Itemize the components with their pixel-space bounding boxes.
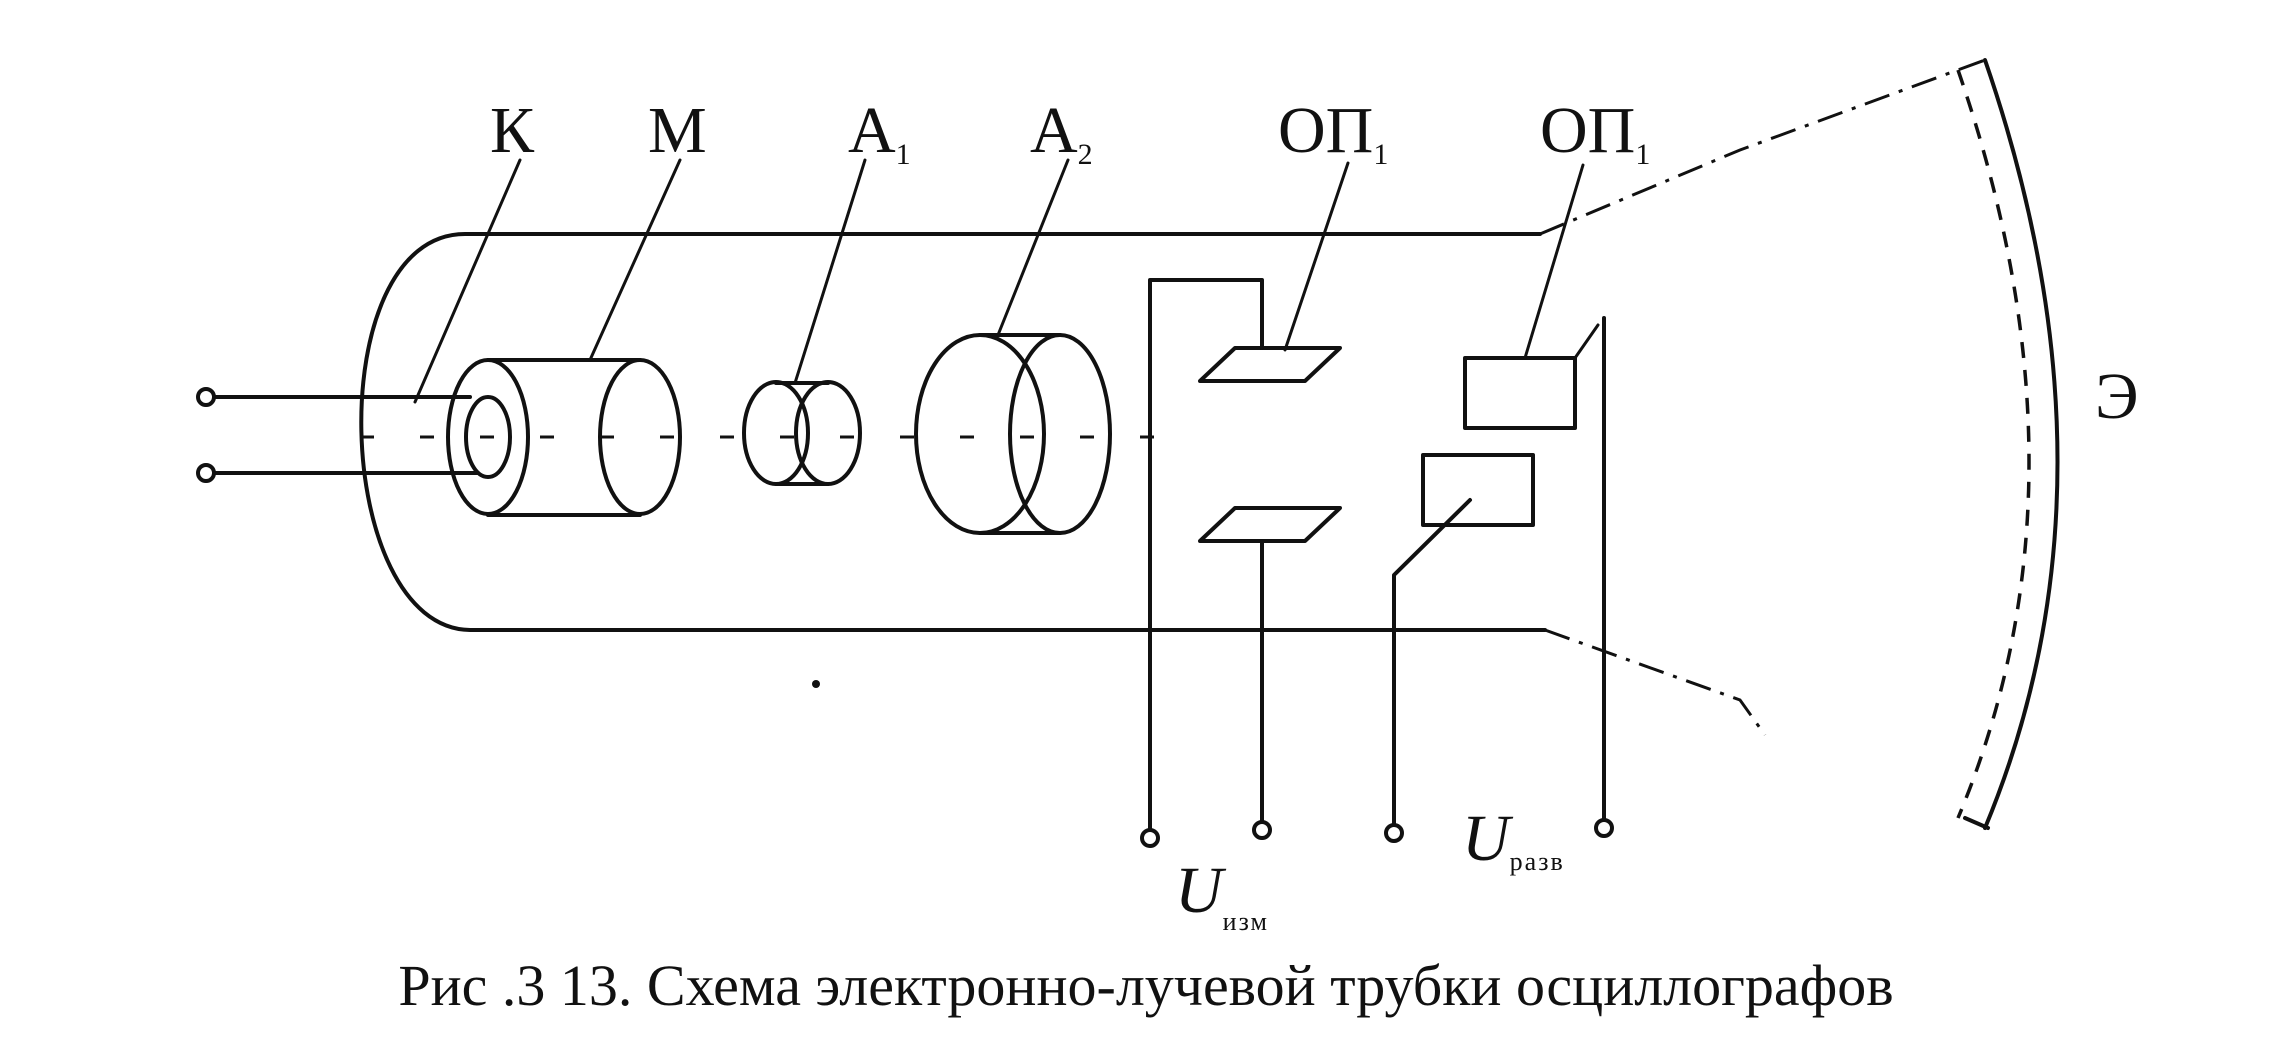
u-sweep-terminal-right	[1594, 818, 1614, 838]
u-sweep-terminal-left	[1384, 823, 1404, 843]
leader-horizontal-plates	[1523, 163, 1585, 360]
label-cathode: К	[490, 94, 535, 167]
label-u-measured: Uизм	[1175, 854, 1269, 936]
u-measured-terminal-right	[1252, 820, 1272, 840]
label-anode-1-main: А	[848, 94, 896, 167]
label-vertical-plates-sub: 1	[1373, 138, 1388, 171]
label-anode-1: А1	[848, 94, 911, 171]
stray-dot	[812, 680, 820, 688]
label-modulator: М	[648, 94, 707, 167]
label-u-sweep-sub: разв	[1510, 847, 1565, 876]
label-u-sweep-main: U	[1462, 802, 1514, 875]
label-vertical-plates-main: ОП	[1278, 94, 1373, 167]
label-anode-1-sub: 1	[896, 138, 911, 171]
label-horizontal-plates-sub: 1	[1635, 138, 1650, 171]
leader-cathode	[413, 158, 522, 404]
screen	[1956, 58, 2060, 830]
label-screen: Э	[2095, 360, 2139, 433]
tube-envelope	[359, 58, 1986, 736]
leader-anode-2	[996, 158, 1070, 337]
vertical-deflection-plates	[1140, 278, 1342, 848]
horizontal-deflection-plates	[1384, 316, 1614, 843]
cathode-leads	[196, 387, 480, 483]
label-u-sweep: Uразв	[1462, 802, 1565, 876]
cathode-terminal-top	[196, 387, 216, 407]
leader-anode-1	[793, 158, 867, 385]
anode-1-cylinder	[742, 380, 862, 486]
label-vertical-plates: ОП1	[1278, 94, 1388, 171]
label-anode-2: А2	[1030, 94, 1093, 171]
cathode-terminal-bottom	[196, 463, 216, 483]
leader-lines	[413, 158, 1585, 404]
u-measured-terminal-left	[1140, 828, 1160, 848]
label-u-measured-sub: изм	[1223, 907, 1269, 936]
leader-vertical-plates	[1283, 161, 1350, 352]
label-horizontal-plates: ОП1	[1540, 94, 1650, 171]
label-horizontal-plates-main: ОП	[1540, 94, 1635, 167]
label-u-measured-main: U	[1175, 854, 1227, 927]
label-anode-2-main: А	[1030, 94, 1078, 167]
leader-modulator	[588, 158, 682, 362]
figure-caption: Рис .3 13. Схема электронно-лучевой труб…	[398, 953, 1894, 1018]
label-anode-2-sub: 2	[1078, 138, 1093, 171]
modulator-cylinder	[446, 358, 682, 517]
anode-2-cylinder	[914, 333, 1112, 535]
